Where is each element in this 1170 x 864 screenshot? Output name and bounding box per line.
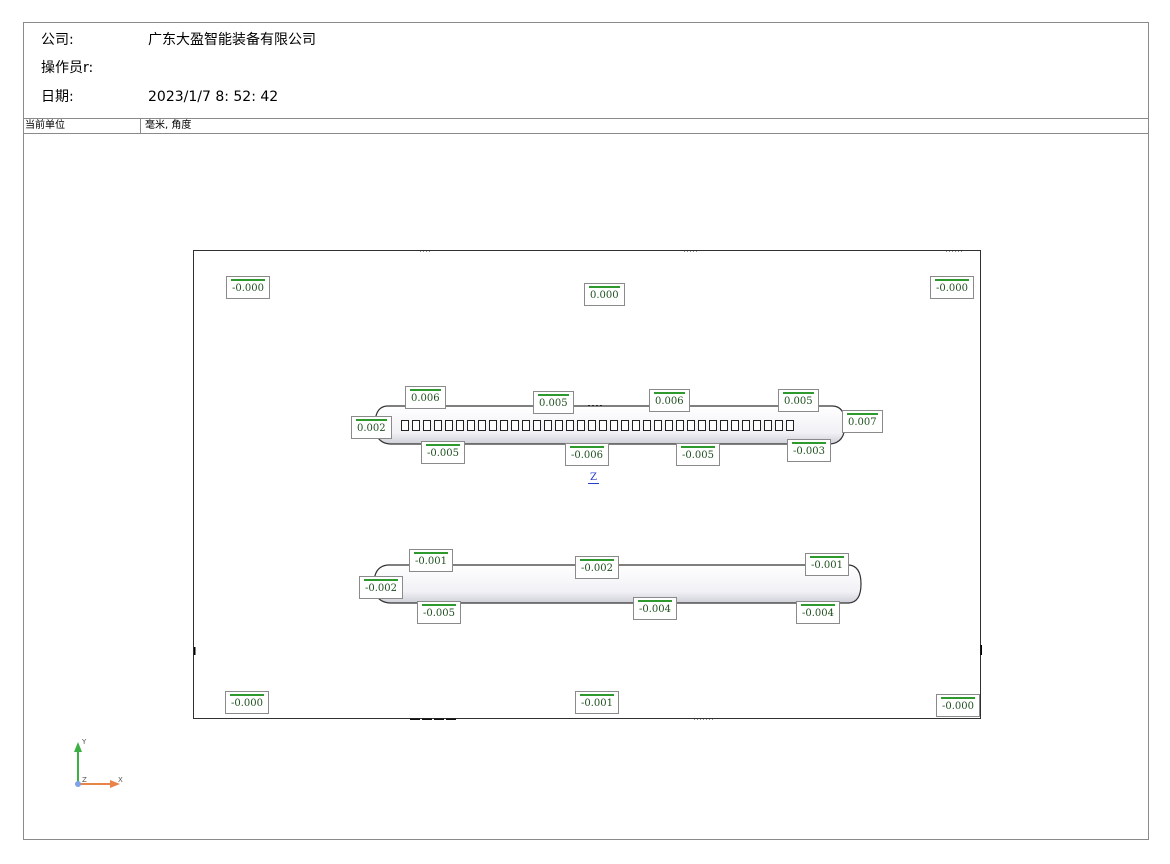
hole [588,420,596,431]
hole [599,420,607,431]
hole [401,420,409,431]
hole [555,420,563,431]
hole [676,420,684,431]
hole-row [401,420,794,432]
deviation-label: -0.005 [417,601,462,624]
hole [566,420,574,431]
hole [577,420,585,431]
hole [742,420,750,431]
axis-triad: Y X Z [68,736,138,800]
deviation-label: -0.002 [575,556,620,579]
axis-y-label: Y [82,738,87,746]
deviation-label: 0.005 [533,391,574,414]
hole [610,420,618,431]
deviation-label: -0.003 [787,439,832,462]
deviation-label: -0.002 [359,576,404,599]
hole [423,420,431,431]
deviation-label: -0.005 [421,441,466,464]
hole [654,420,662,431]
deviation-label: -0.006 [565,443,610,466]
part-outline [194,251,982,720]
company-value: 广东大盈智能装备有限公司 [148,32,316,48]
hole [786,420,794,431]
units-label: 当前单位 [25,120,65,131]
deviation-label: 0.006 [405,386,446,409]
hole [434,420,442,431]
hole [621,420,629,431]
deviation-label: -0.000 [936,694,981,717]
header-divider [24,118,1148,119]
hole [709,420,717,431]
units-divider [140,119,141,133]
hole [632,420,640,431]
axis-z-label: Z [82,776,87,784]
deviation-label: 0.002 [351,416,392,439]
hole [775,420,783,431]
hole [753,420,761,431]
hole [731,420,739,431]
deviation-label: -0.005 [676,443,721,466]
hole [478,420,486,431]
deviation-label: -0.000 [226,276,271,299]
hole [467,420,475,431]
hole [500,420,508,431]
hole [522,420,530,431]
deviation-label: -0.000 [225,691,270,714]
hole [698,420,706,431]
axis-x-label: X [118,776,123,784]
deviation-label: 0.006 [649,389,690,412]
operator-label: 操作员r: [41,60,94,76]
deviation-label: 0.007 [842,410,883,433]
deviation-label: 0.000 [584,283,625,306]
hole [445,420,453,431]
z-axis-label: Z [588,472,599,484]
hole [456,420,464,431]
hole [643,420,651,431]
company-label: 公司: [41,32,74,48]
hole [720,420,728,431]
deviation-label: -0.001 [409,549,454,572]
hole [533,420,541,431]
hole [511,420,519,431]
deviation-label: -0.001 [805,553,850,576]
deviation-label: -0.001 [575,691,620,714]
hole [412,420,420,431]
date-value: 2023/1/7 8: 52: 42 [148,89,279,105]
deviation-label: 0.005 [778,389,819,412]
hole [764,420,772,431]
hole [489,420,497,431]
units-bottom-divider [24,133,1148,134]
units-row: 当前单位 毫米, 角度 [24,119,1148,133]
deviation-label: -0.000 [930,276,975,299]
hole [687,420,695,431]
axis-triad-icon [74,742,120,788]
hole [544,420,552,431]
hole [665,420,673,431]
part-view [193,250,982,720]
units-value: 毫米, 角度 [145,120,192,131]
deviation-label: -0.004 [796,601,841,624]
deviation-label: -0.004 [633,597,678,620]
date-label: 日期: [41,89,74,105]
